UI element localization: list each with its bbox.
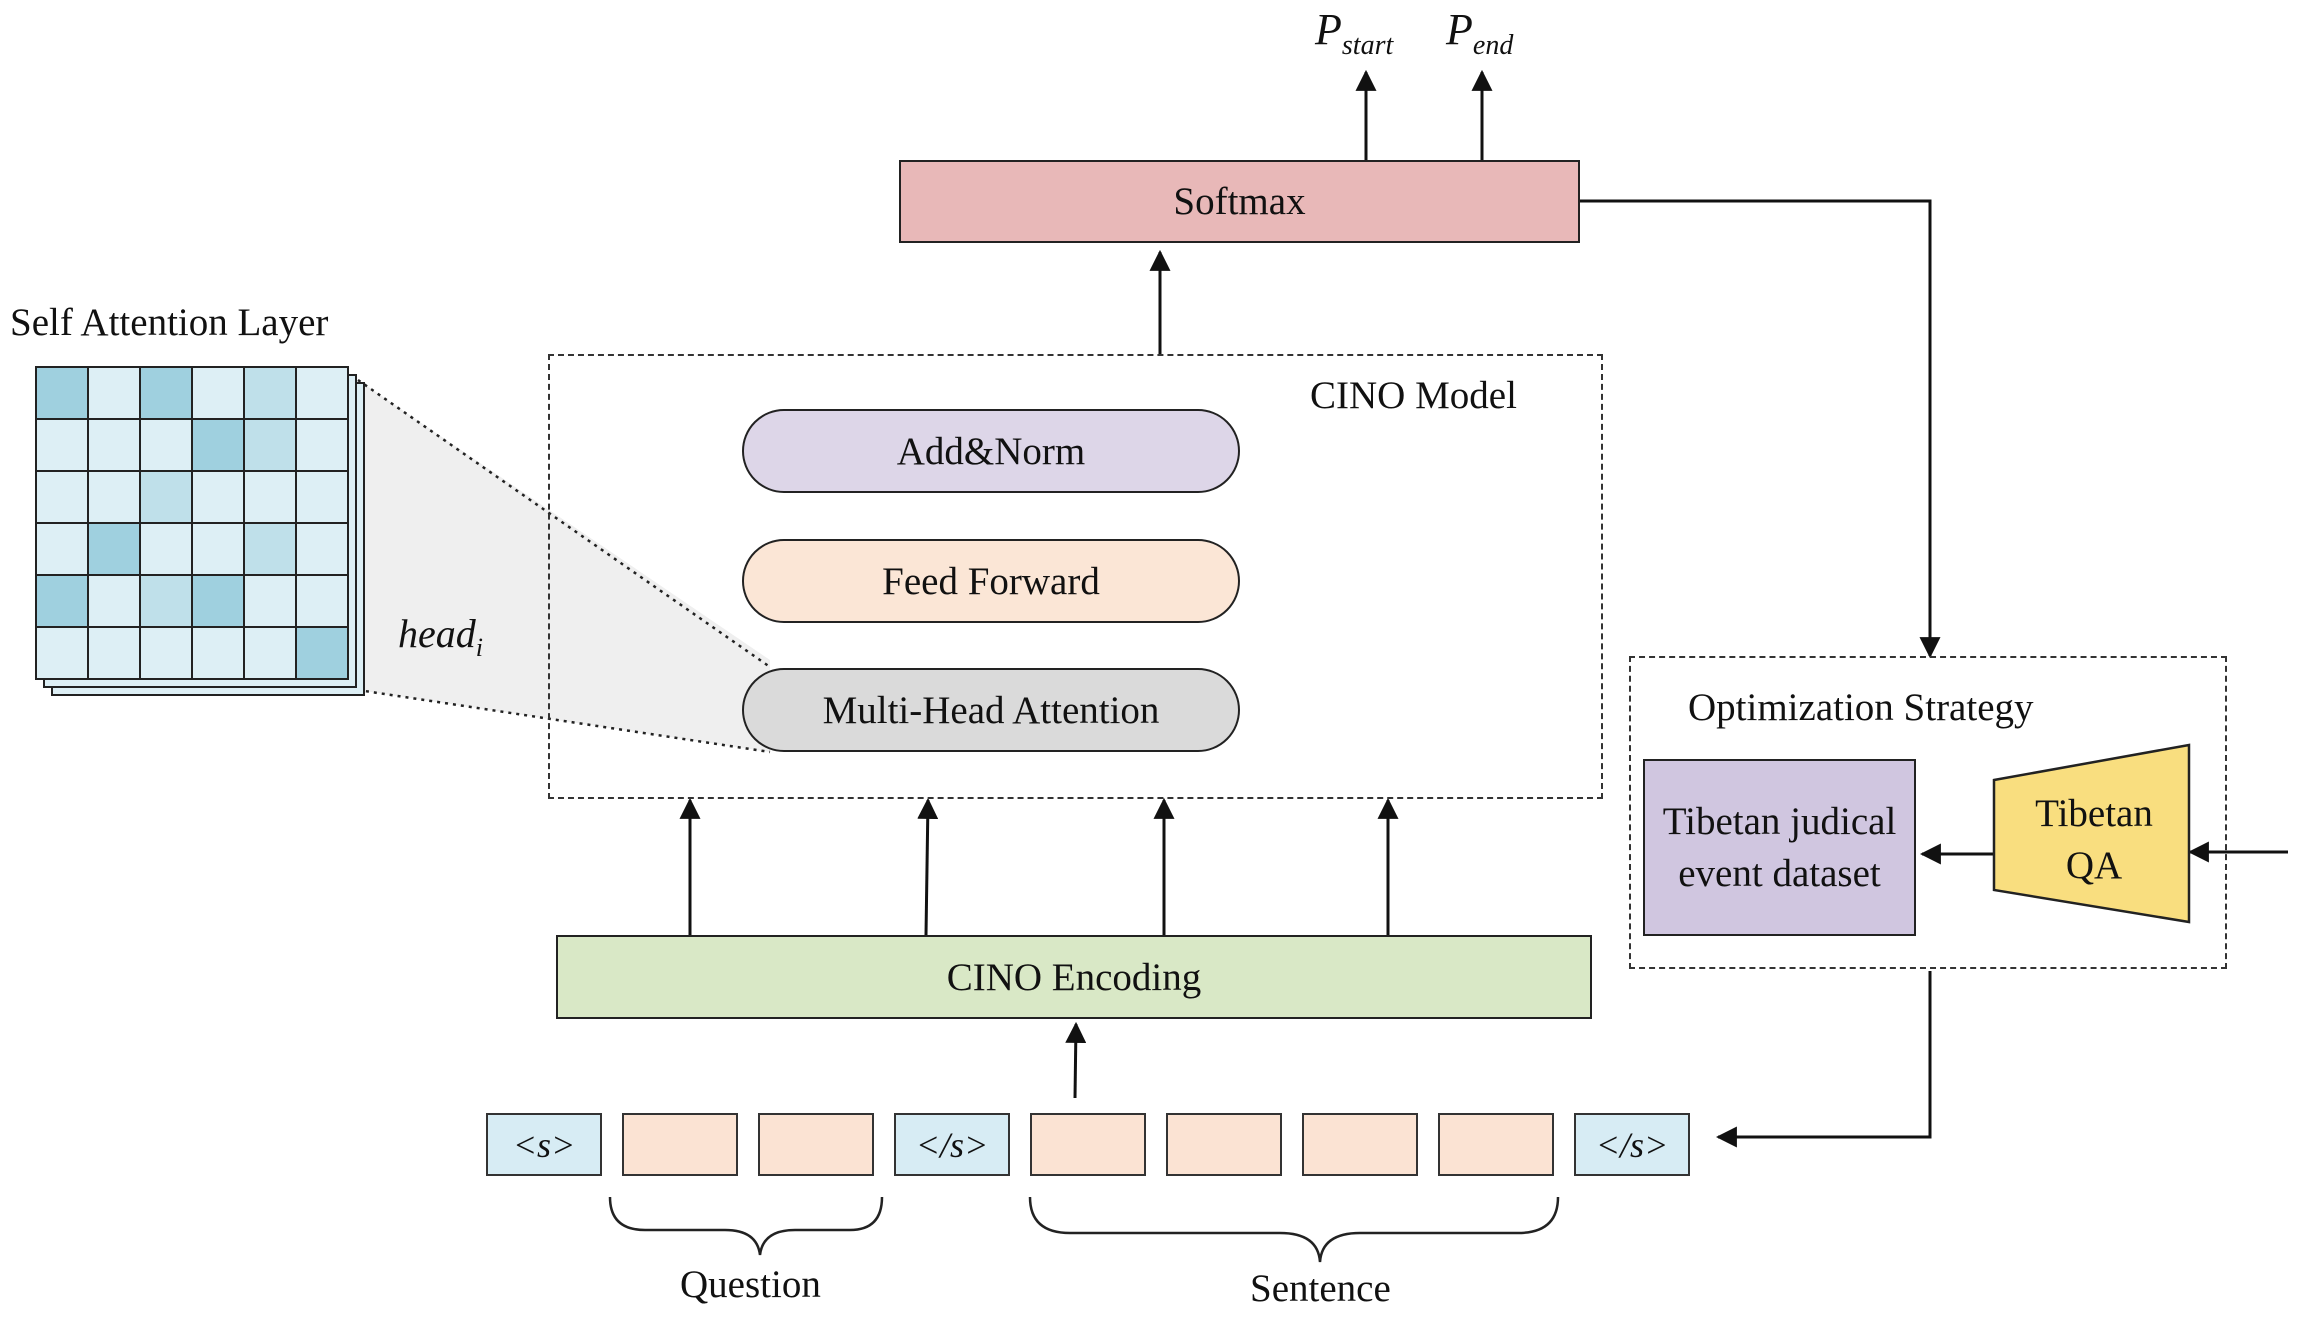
attention-cell — [295, 626, 349, 680]
token-start: <s> — [486, 1113, 602, 1176]
attention-cell — [191, 418, 245, 472]
attention-cell — [87, 418, 141, 472]
tibetan-dataset-box: Tibetan judical event dataset — [1643, 759, 1916, 936]
attention-cell — [243, 626, 297, 680]
attention-cell — [295, 366, 349, 420]
token-sentence-2 — [1166, 1113, 1282, 1176]
p-start-sub: start — [1341, 29, 1394, 61]
question-label: Question — [680, 1263, 821, 1306]
p-end-label: Pend — [1446, 4, 1513, 62]
magnifier-line-bottom — [357, 688, 771, 754]
question-brace — [608, 1196, 884, 1256]
attention-cell — [191, 522, 245, 576]
token-question-1 — [622, 1113, 738, 1176]
attention-grid-svg — [35, 366, 365, 696]
p-start-base: P — [1315, 5, 1342, 54]
arrow-softmax-to-optimization — [1580, 199, 1941, 659]
token-sentence-4 — [1438, 1113, 1554, 1176]
attention-cell — [191, 574, 245, 628]
attention-cell — [87, 470, 141, 524]
multi-head-attention-block: Multi-Head Attention — [742, 668, 1240, 752]
attention-cell — [243, 522, 297, 576]
attention-cell — [191, 626, 245, 680]
head-label-sub: i — [475, 633, 483, 662]
attention-cell — [243, 470, 297, 524]
cino-encoding-box: CINO Encoding — [556, 935, 1592, 1019]
p-start-label: Pstart — [1315, 4, 1393, 62]
token-end: </s> — [1574, 1113, 1690, 1176]
tibetan-qa-label: Tibetan QA — [2035, 792, 2153, 887]
softmax-label: Softmax — [1173, 180, 1306, 223]
arrow-tokens-to-encoding — [1065, 1021, 1087, 1099]
softmax-box: Softmax — [899, 160, 1580, 243]
attention-cell — [139, 418, 193, 472]
magnifier-line-top — [357, 378, 771, 669]
tibetan-qa-label-box: Tibetan QA — [2004, 780, 2184, 900]
attention-cell — [139, 470, 193, 524]
attention-cell — [35, 522, 89, 576]
attention-cell — [139, 626, 193, 680]
attention-cell — [87, 366, 141, 420]
p-end-sub: end — [1472, 29, 1514, 61]
head-label-base: head — [398, 611, 476, 656]
attention-cell — [295, 574, 349, 628]
head-label: headi — [398, 610, 483, 663]
tibetan-qa-block — [1992, 743, 2191, 924]
attention-cell — [295, 470, 349, 524]
sentence-brace — [1028, 1196, 1560, 1263]
attention-cell — [87, 626, 141, 680]
attention-cell — [295, 418, 349, 472]
cino-model-title: CINO Model — [1310, 374, 1517, 417]
attention-cell — [35, 366, 89, 420]
cino-model-container — [548, 354, 1603, 799]
attention-cell — [295, 522, 349, 576]
attention-cell — [243, 574, 297, 628]
optimization-strategy-title: Optimization Strategy — [1688, 686, 2034, 729]
add-norm-block: Add&Norm — [742, 409, 1240, 493]
feed-forward-label: Feed Forward — [882, 559, 1100, 603]
p-end-base: P — [1446, 5, 1473, 54]
add-norm-label: Add&Norm — [896, 429, 1086, 473]
token-sentence-3 — [1302, 1113, 1418, 1176]
optimization-strategy-container — [1629, 656, 2227, 969]
attention-cell — [243, 418, 297, 472]
attention-cell — [35, 626, 89, 680]
token-separator: </s> — [894, 1113, 1010, 1176]
magnifier-shade — [358, 380, 770, 752]
attention-cell — [87, 522, 141, 576]
arrow-enc-2 — [917, 797, 939, 936]
attention-cell — [139, 522, 193, 576]
attention-cell — [35, 418, 89, 472]
token-question-2 — [758, 1113, 874, 1176]
attention-grid — [34, 365, 365, 696]
attention-cell — [35, 470, 89, 524]
arrow-optimization-to-tokens — [1715, 971, 1932, 1148]
self-attention-title: Self Attention Layer — [10, 301, 329, 344]
tibetan-dataset-label: Tibetan judical event dataset — [1662, 799, 1897, 895]
multi-head-attention-label: Multi-Head Attention — [822, 688, 1160, 732]
attention-cell — [191, 470, 245, 524]
attention-cell — [191, 366, 245, 420]
attention-cell — [35, 574, 89, 628]
attention-cell — [139, 574, 193, 628]
attention-cell — [243, 366, 297, 420]
sentence-label: Sentence — [1250, 1267, 1391, 1310]
token-sentence-1 — [1030, 1113, 1146, 1176]
attention-cell — [139, 366, 193, 420]
attention-cell — [87, 574, 141, 628]
cino-encoding-label: CINO Encoding — [946, 955, 1202, 999]
feed-forward-block: Feed Forward — [742, 539, 1240, 623]
